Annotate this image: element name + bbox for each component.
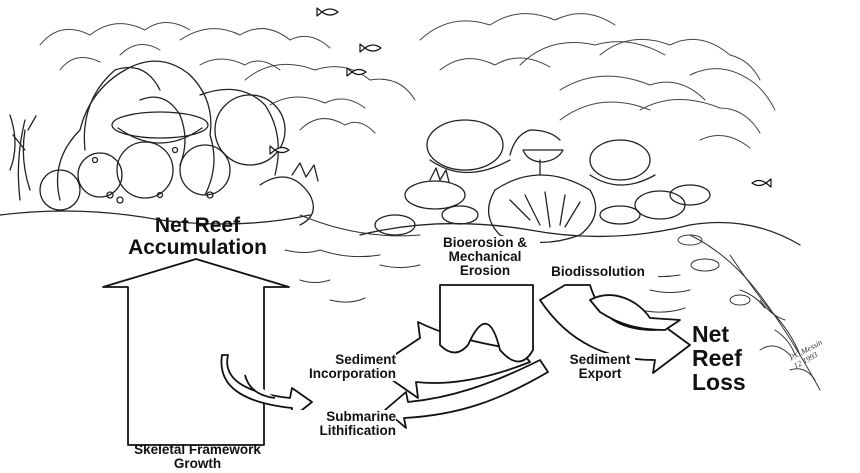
fish-icons (270, 8, 771, 187)
biodissolution-label: Biodissolution (538, 265, 658, 279)
sediment-incorporation-label: Sediment Incorporation (286, 353, 396, 381)
skeletal-line2: Growth (110, 457, 285, 471)
net-reef-accumulation-label: Net Reef Accumulation (110, 215, 285, 259)
bioerosion-line3: Erosion (430, 264, 540, 278)
lith-line2: Lithification (286, 424, 396, 438)
sed-exp-line1: Sediment (565, 353, 635, 367)
submarine-lithification-label: Submarine Lithification (286, 410, 396, 438)
net-reef-accumulation-line1: Net Reef (110, 215, 285, 237)
bioerosion-line1: Bioerosion & (430, 236, 540, 250)
skeletal-line1: Skeletal Framework (110, 443, 285, 457)
bioerosion-line2: Mechanical (430, 250, 540, 264)
loss-line1: Net (692, 322, 752, 346)
sediment-export-label: Sediment Export (565, 353, 635, 381)
net-reef-accumulation-line2: Accumulation (110, 237, 285, 259)
sed-inc-line2: Incorporation (286, 367, 396, 381)
bioerosion-label: Bioerosion & Mechanical Erosion (430, 236, 540, 279)
loss-line2: Reef (692, 346, 752, 370)
accumulation-up-arrow (103, 259, 289, 445)
left-coral-heads (0, 61, 318, 225)
background-corals (40, 14, 775, 148)
net-reef-loss-label: Net Reef Loss (692, 322, 752, 394)
skeletal-framework-growth-label: Skeletal Framework Growth (110, 443, 285, 471)
sed-exp-line2: Export (565, 367, 635, 381)
sed-inc-line1: Sediment (286, 353, 396, 367)
lith-line1: Submarine (286, 410, 396, 424)
loss-line3: Loss (692, 370, 752, 394)
